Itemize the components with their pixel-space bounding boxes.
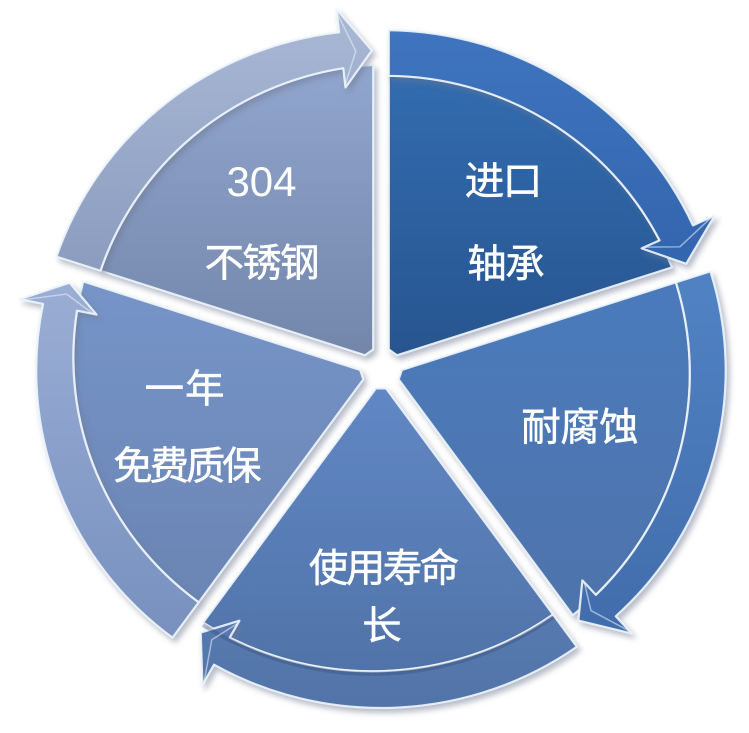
svg-text:304: 304 (226, 158, 296, 205)
